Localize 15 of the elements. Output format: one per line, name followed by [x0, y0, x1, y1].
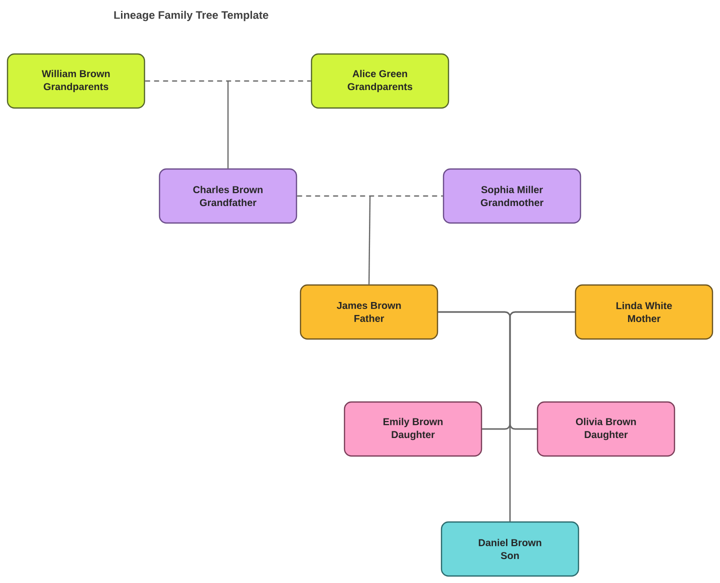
- connector-line: [145, 80, 311, 82]
- person-box: Charles Brown Grandfather: [158, 168, 298, 224]
- person-box: Sophia Miller Grandmother: [442, 168, 582, 224]
- connector-line: [227, 81, 229, 168]
- person-box: Alice Green Grandparents: [310, 53, 450, 109]
- connector-line: [368, 196, 371, 284]
- person-box: William Brown Grandparents: [6, 53, 146, 109]
- connector-line: [297, 195, 443, 197]
- connector-line: [509, 311, 575, 522]
- person-box: Emily Brown Daughter: [344, 401, 482, 457]
- title: Lineage Family Tree Template: [114, 10, 268, 22]
- person-box: Linda White Mother: [574, 284, 714, 340]
- person-box: Daniel Brown Son: [440, 521, 580, 577]
- person-box: James Brown Father: [300, 284, 438, 340]
- person-box: Olivia Brown Daughter: [536, 401, 676, 457]
